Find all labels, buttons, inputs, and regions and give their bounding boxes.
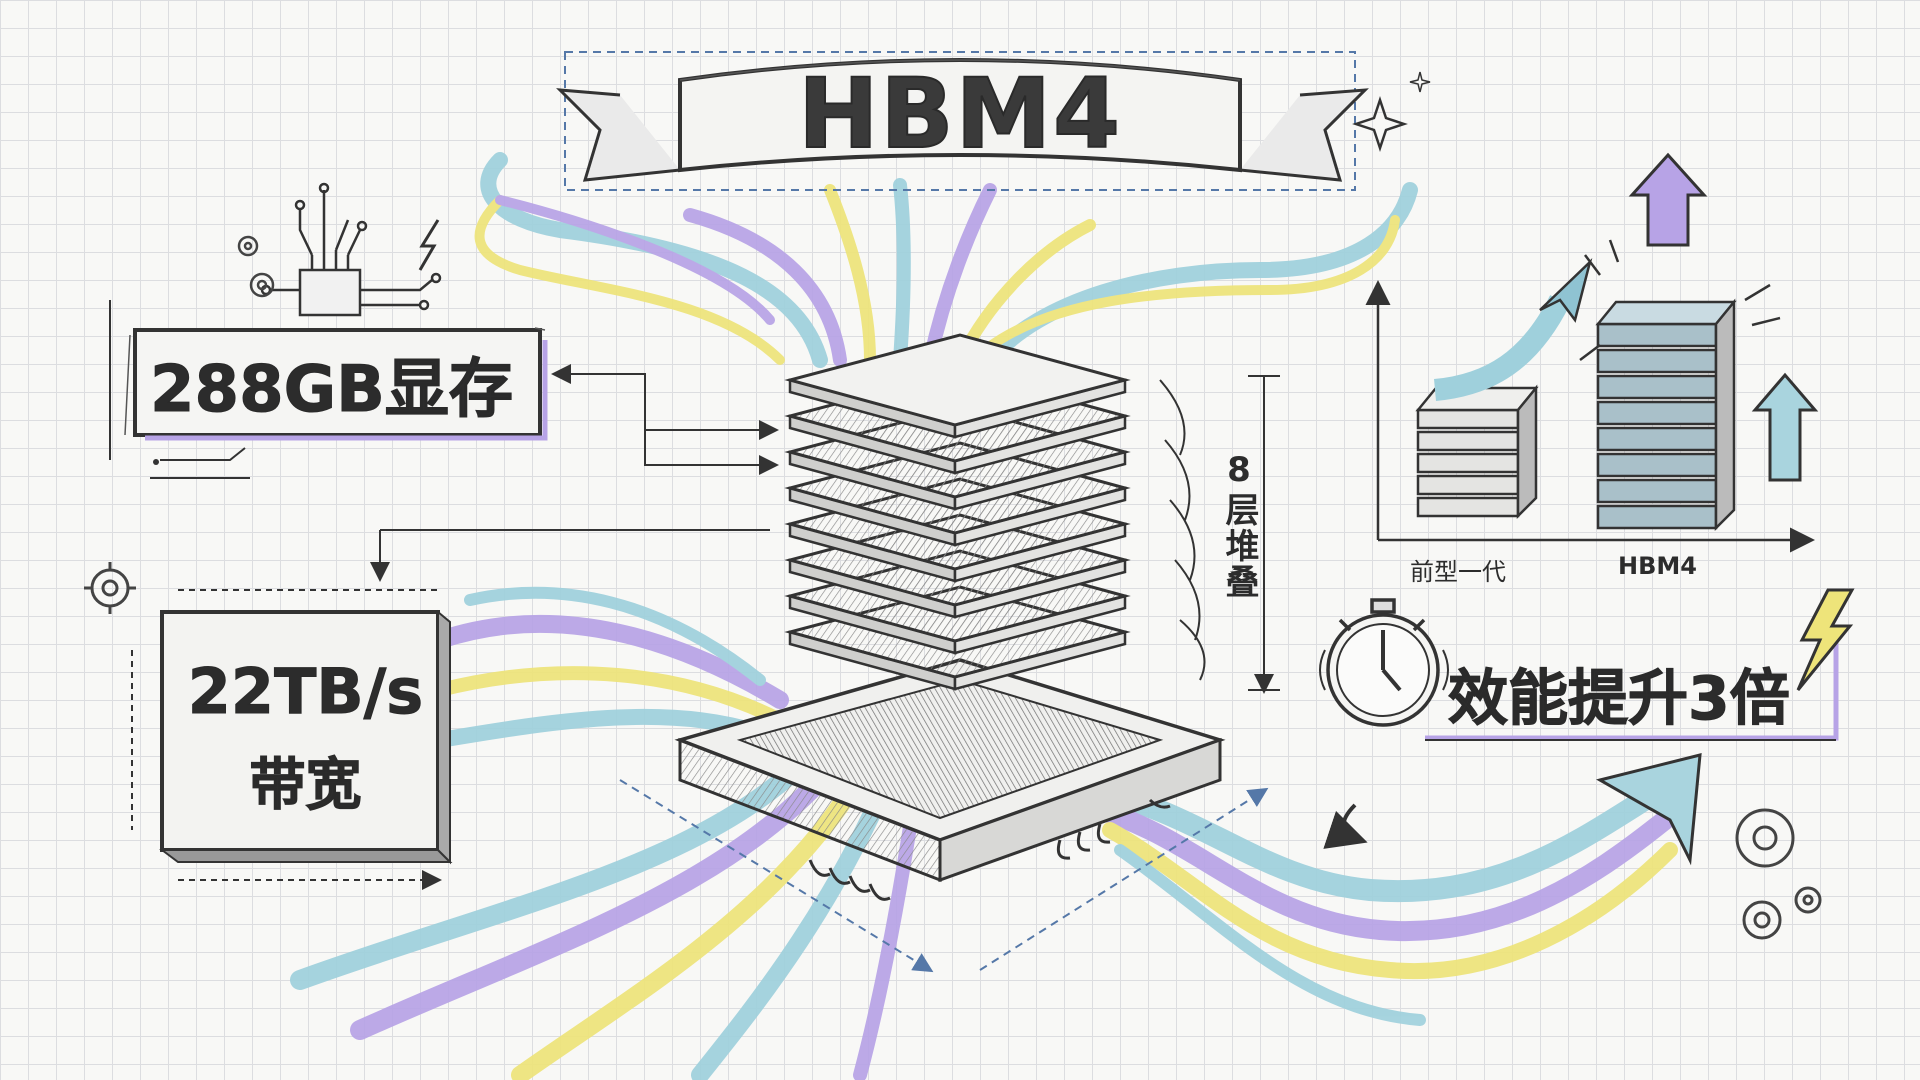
hbm4-stack-side xyxy=(1714,298,1736,532)
bandwidth-unit: 带宽 xyxy=(249,753,362,819)
memory-capacity-label: 288GB显存 xyxy=(150,353,514,428)
hbm4-stack-layer xyxy=(1596,504,1718,530)
efficiency-frame xyxy=(1425,640,1839,741)
previous-gen-stack-layer xyxy=(1416,430,1520,452)
stopwatch-icon xyxy=(1319,598,1449,727)
previous-gen-stack-side xyxy=(1516,384,1538,520)
arrow-up-icon xyxy=(1751,372,1819,482)
stack-layers-label: 8层堆叠 xyxy=(1219,450,1259,600)
title-banner xyxy=(556,51,1369,191)
comparison-chart xyxy=(1365,152,1819,553)
gear-icon xyxy=(84,562,136,614)
sparkle-icon xyxy=(1352,96,1408,152)
bandwidth-frame xyxy=(131,529,770,890)
previous-gen-stack-layer xyxy=(1416,496,1520,518)
gear-icon xyxy=(1735,808,1822,940)
page-title: HBM4 xyxy=(797,57,1122,171)
comparison-label-previous: 前型一代 xyxy=(1410,558,1506,586)
hbm4-stack-layer xyxy=(1596,478,1718,504)
hbm4-stack-layer xyxy=(1596,400,1718,426)
hbm4-stack-layer xyxy=(1596,426,1718,452)
chip-icon xyxy=(260,182,442,317)
bandwidth-value: 22TB/s xyxy=(187,655,424,729)
previous-gen-stack-layer xyxy=(1416,408,1520,430)
hbm4-stack-layer xyxy=(1596,374,1718,400)
stack-layer xyxy=(784,333,1131,427)
lightning-icon xyxy=(418,219,440,271)
memory-connector xyxy=(551,364,779,475)
hbm4-stack-top xyxy=(1595,300,1737,326)
comparison-label-hbm4: HBM4 xyxy=(1618,552,1697,580)
sparkle-icon xyxy=(1409,71,1431,93)
stack-dimension xyxy=(1159,375,1280,694)
growth-arrow-icon xyxy=(1596,753,1702,866)
memory-frame xyxy=(109,300,548,479)
previous-gen-stack-layer xyxy=(1416,452,1520,474)
hbm4-stack-layer xyxy=(1596,452,1718,478)
hbm-stack xyxy=(619,333,1269,973)
efficiency-label: 效能提升3倍 xyxy=(1448,664,1791,735)
hbm4-stack-layer xyxy=(1596,322,1718,348)
arrow-up-icon xyxy=(1628,152,1708,247)
gear-icon xyxy=(237,235,275,298)
lightning-icon xyxy=(1796,588,1855,691)
hbm4-stack-layer xyxy=(1596,348,1718,374)
previous-gen-stack-layer xyxy=(1416,474,1520,496)
